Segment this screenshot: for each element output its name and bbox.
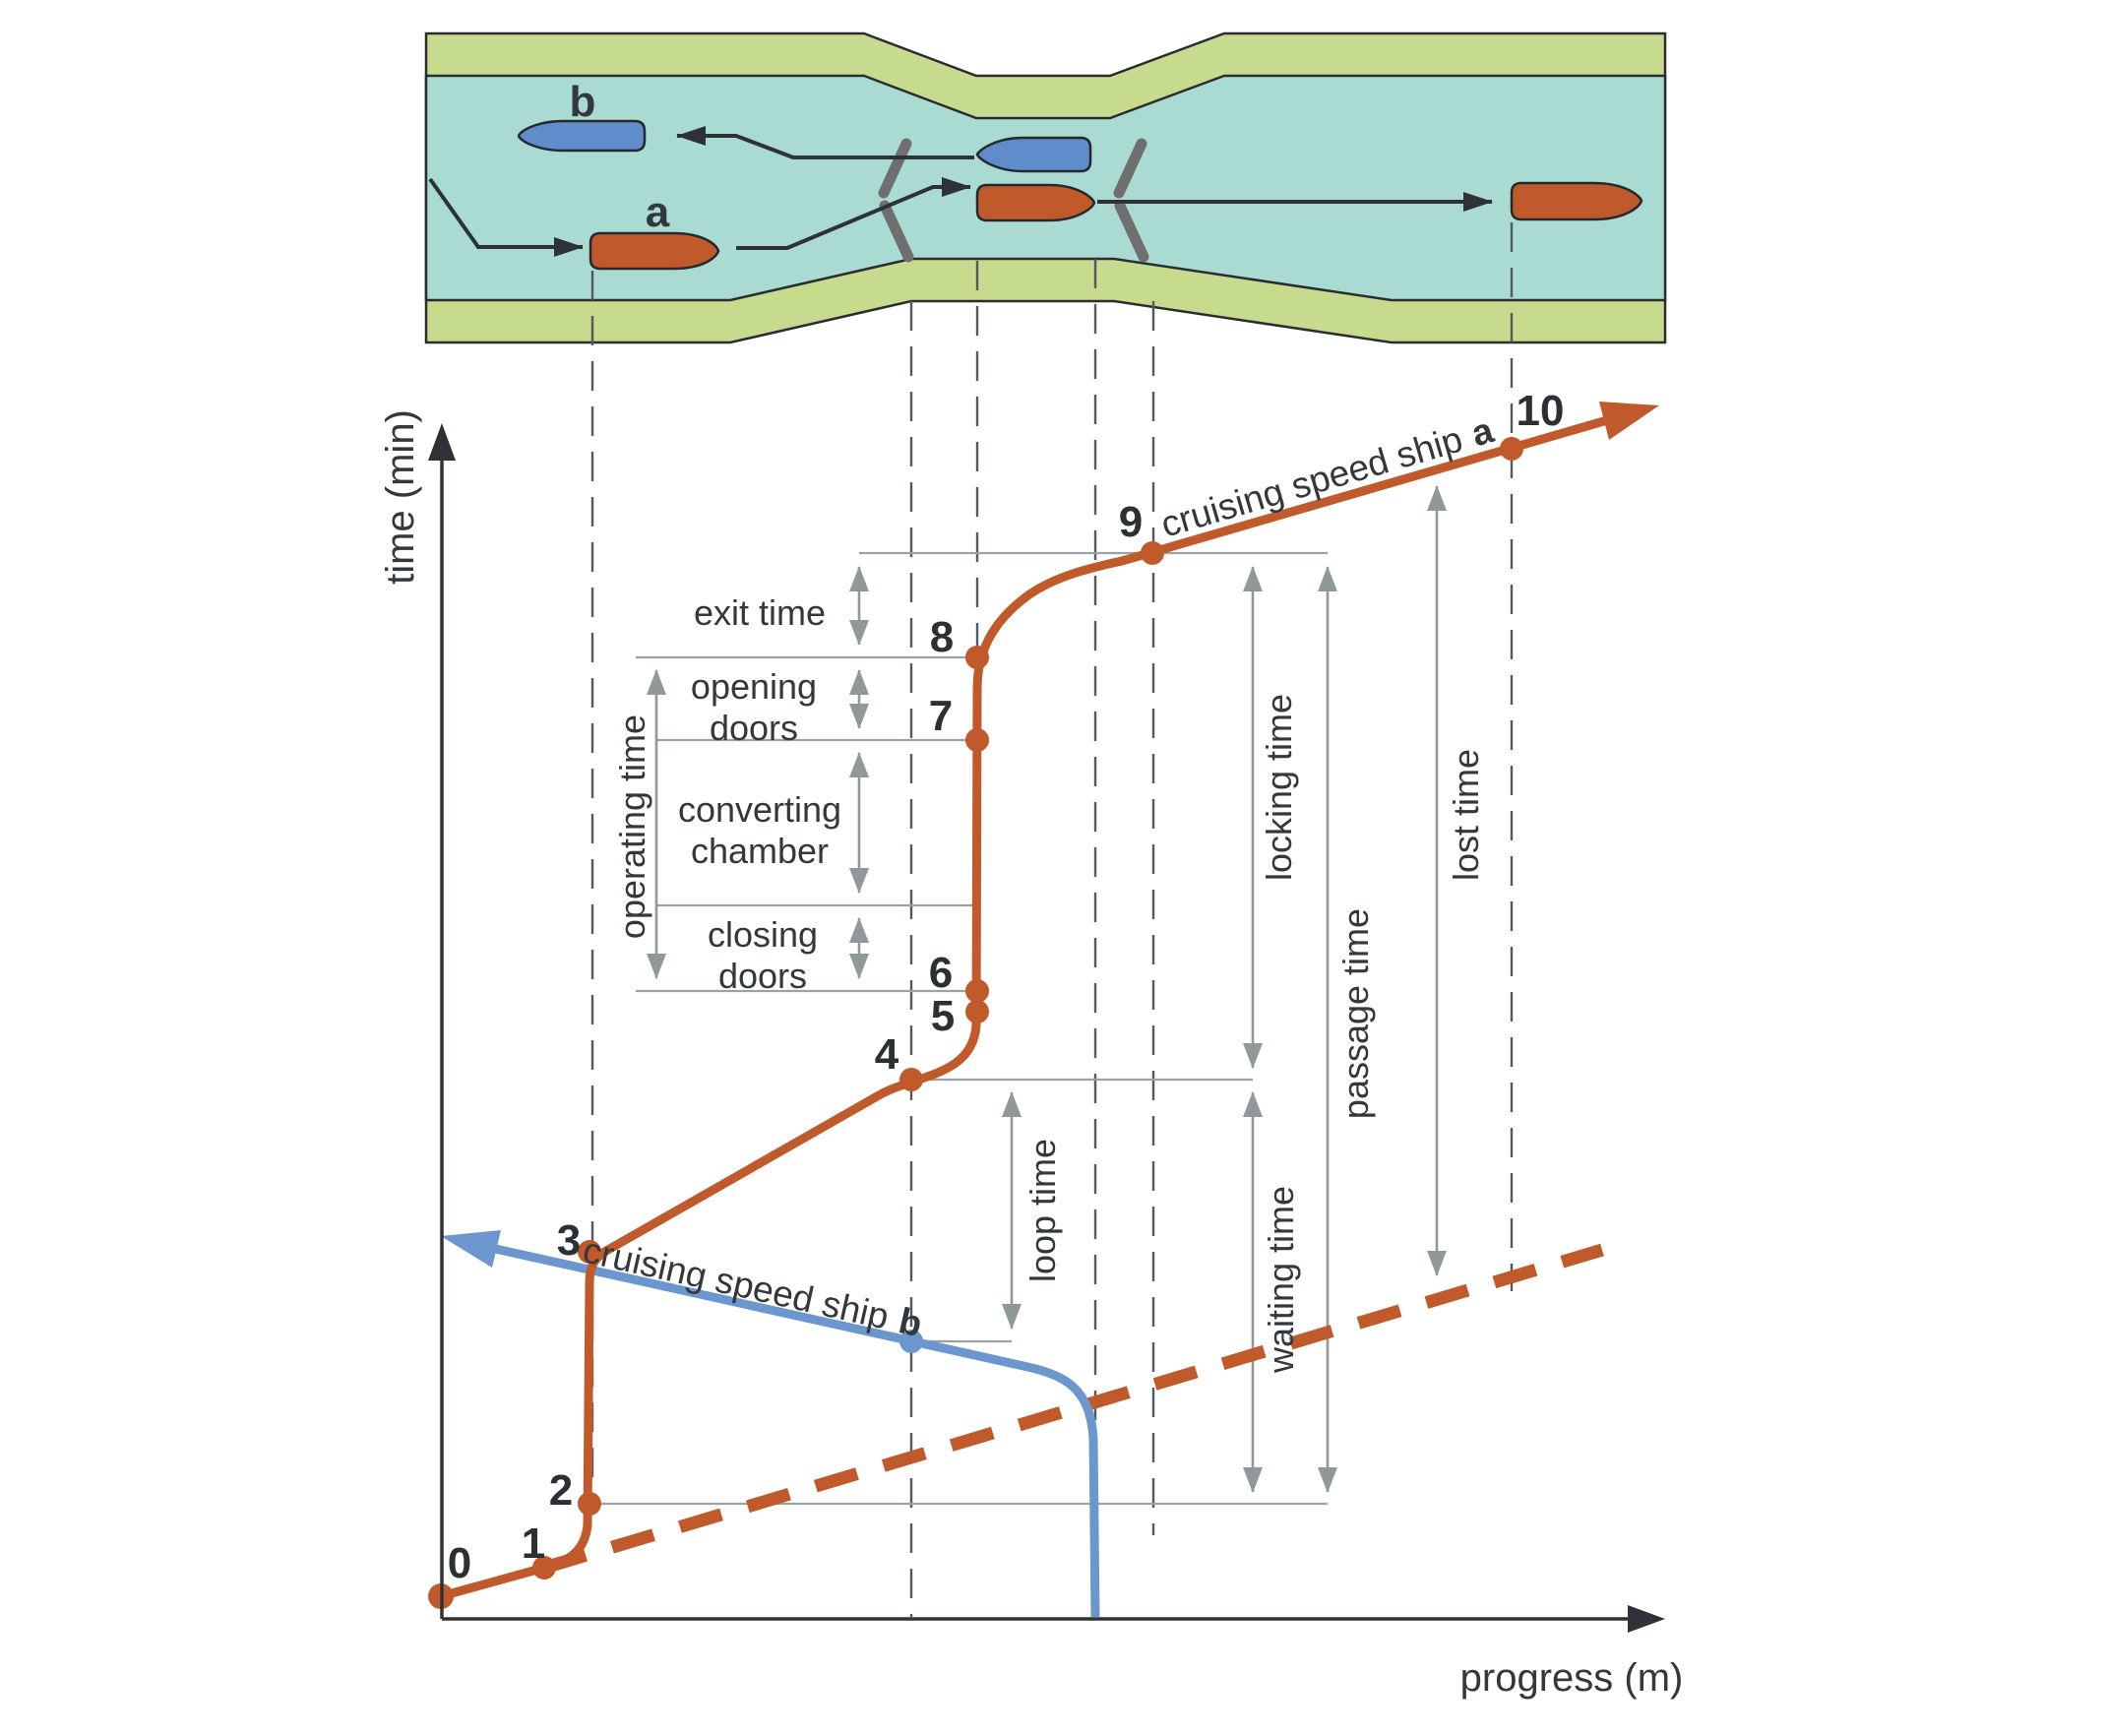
exit-time-label: exit time	[694, 592, 826, 633]
cruising-b-text: cruising speed ship	[580, 1229, 893, 1336]
opening-doors-label-2: doors	[710, 708, 798, 748]
measure-lines	[589, 551, 1328, 1506]
closing-doors-label-1: closing	[708, 914, 818, 955]
ship-b-in-chamber	[975, 136, 1092, 173]
milestone-dots	[428, 437, 1523, 1609]
milestone-7: 7	[929, 692, 953, 740]
milestone-9: 9	[1119, 498, 1143, 546]
ship-a-in-chamber	[975, 183, 1096, 222]
milestone-10: 10	[1517, 387, 1565, 435]
milestone-dot-10	[1500, 437, 1523, 461]
converting-chamber-label-1: converting	[678, 789, 841, 830]
milestone-dot-6	[965, 979, 989, 1003]
movement-arrows	[428, 126, 1493, 257]
undelayed-trajectory-dashed	[542, 1243, 1604, 1575]
milestone-3: 3	[557, 1216, 581, 1265]
arrow-into-ship-a-icon	[428, 177, 584, 257]
position-guides	[590, 222, 1514, 1617]
locking-time-label: locking time	[1259, 694, 1299, 881]
ship-a-trajectory	[428, 402, 1659, 1609]
measure-arrows	[647, 485, 1447, 1493]
ship-a-arrowhead-icon	[1599, 402, 1659, 440]
ship-a-label: a	[646, 188, 670, 236]
milestone-8: 8	[930, 613, 954, 661]
phase-labels: exit time opening doors converting chamb…	[580, 409, 1498, 1374]
axes: time (min) progress (m)	[379, 409, 1683, 1700]
ship-b-trajectory	[441, 1230, 1100, 1618]
milestone-dot-1	[532, 1556, 556, 1580]
arrow-a-to-chamber-icon	[736, 177, 971, 250]
ship-b-path	[464, 1237, 1100, 1618]
cruising-a-text: cruising speed ship	[1156, 418, 1467, 544]
milestone-numbers: 0 1 2 3 4 5 6 7 8 9 10	[448, 387, 1565, 1587]
ship-a-path	[439, 413, 1616, 1601]
ship-b-approach	[517, 119, 647, 153]
lost-time-label: lost time	[1446, 749, 1486, 881]
ship-a-approach	[588, 231, 720, 271]
milestone-2: 2	[549, 1466, 573, 1515]
ship-b-arrowhead-icon	[441, 1230, 501, 1268]
milestone-5: 5	[931, 992, 955, 1040]
milestone-dot-2	[578, 1492, 601, 1516]
milestone-dot-5	[965, 1000, 989, 1023]
canal-schematic: b a	[424, 31, 1667, 344]
y-axis-arrowhead-icon	[428, 423, 456, 461]
milestone-dot-9	[1141, 541, 1164, 565]
converting-chamber-label-2: chamber	[691, 831, 829, 871]
loop-time-label: loop time	[1022, 1139, 1063, 1282]
milestone-1: 1	[522, 1519, 545, 1568]
milestone-dot-4	[899, 1068, 923, 1091]
arrow-b-exits-left-icon	[676, 126, 974, 159]
lock-gates	[878, 138, 1149, 263]
left-gate-lower-icon	[879, 200, 914, 263]
ship-a-departed	[1510, 181, 1643, 221]
opening-doors-label-1: opening	[691, 666, 817, 707]
ship-b-label: b	[570, 78, 596, 126]
x-axis-arrowhead-icon	[1628, 1605, 1665, 1633]
waiting-time-label: waiting time	[1261, 1186, 1301, 1374]
left-gate-upper-icon	[878, 138, 912, 199]
passage-time-label: passage time	[1335, 908, 1376, 1119]
milestone-0: 0	[448, 1539, 471, 1587]
milestone-dot-7	[965, 728, 989, 752]
ship-b-loop-point	[899, 1330, 923, 1353]
x-axis-label: progress (m)	[1460, 1656, 1684, 1700]
right-gate-lower-icon	[1114, 200, 1149, 263]
milestone-6: 6	[929, 949, 953, 997]
cruising-speed-b-label: cruising speed shipb	[580, 1229, 926, 1344]
closing-doors-label-2: doors	[718, 956, 807, 996]
operating-time-label: operating time	[612, 714, 652, 939]
cruising-speed-a-label: cruising speed shipa	[1156, 409, 1498, 545]
y-axis-label: time (min)	[379, 409, 422, 585]
cruising-a-ship: a	[1467, 409, 1499, 454]
milestone-dot-3	[578, 1240, 601, 1264]
milestone-4: 4	[875, 1030, 899, 1079]
milestone-dot-8	[965, 646, 989, 669]
right-gate-upper-icon	[1113, 138, 1147, 199]
